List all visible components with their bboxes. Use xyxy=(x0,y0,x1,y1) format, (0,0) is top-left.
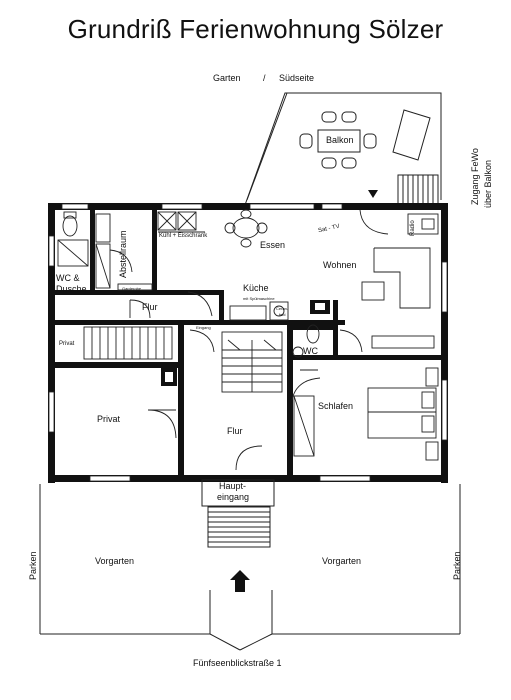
interior-walls xyxy=(55,210,441,475)
bottom-windows xyxy=(89,475,371,482)
front-yard xyxy=(39,479,461,651)
label-suedseite: Südseite xyxy=(279,73,315,83)
label-kuehl-eisschrank: Kühl + Eisschrank xyxy=(159,233,208,239)
label-garderobe: Garderobe xyxy=(122,286,142,291)
label-dusche: Dusche xyxy=(56,284,87,294)
label-zugang-fewo: Zugang FeWo xyxy=(470,148,480,205)
label-privat-hallway: Privat xyxy=(59,341,75,347)
label-garten: Garten xyxy=(213,73,241,83)
label-haupteingang-1: Haupt- xyxy=(219,481,247,491)
label-parken-right: Parken xyxy=(452,551,462,580)
plan-title: Grundriß Ferienwohnung Sölzer xyxy=(67,14,444,44)
label-abstellraum: Abstellraum xyxy=(118,230,128,278)
label-kueche: Küche xyxy=(243,283,269,293)
balcony xyxy=(244,92,442,206)
outer-walls xyxy=(48,203,448,483)
entrance-arrow-icon xyxy=(230,570,250,592)
label-spuelmaschine: mit Spülmaschine xyxy=(243,296,275,301)
top-windows xyxy=(61,203,343,210)
label-ceranfeld-1: Ceran- xyxy=(276,306,289,311)
right-windows xyxy=(441,261,448,441)
label-schlafen: Schlafen xyxy=(318,401,354,411)
label-slash: / xyxy=(263,73,266,83)
label-wohnen: Wohnen xyxy=(323,260,357,270)
label-wc-und: WC & xyxy=(56,273,80,283)
label-haupteingang-2: eingang xyxy=(217,492,250,502)
left-windows xyxy=(48,235,55,433)
label-balkon: Balkon xyxy=(326,135,354,145)
label-vorgarten-right: Vorgarten xyxy=(322,556,362,566)
fixtures xyxy=(57,209,439,471)
label-radio: Radio xyxy=(410,220,416,236)
label-vorgarten-left: Vorgarten xyxy=(95,556,135,566)
label-essen: Essen xyxy=(260,240,286,250)
label-ceranfeld-2: feld xyxy=(279,312,286,317)
label-privat: Privat xyxy=(97,414,121,424)
street-address: Fünfseenblickstraße 1 xyxy=(193,658,282,668)
label-ueber-balkon: über Balkon xyxy=(483,159,493,208)
label-wc: WC xyxy=(303,346,318,356)
entry-arrow-icon xyxy=(368,190,378,198)
label-flur-top: Flur xyxy=(142,302,158,312)
label-parken-left: Parken xyxy=(28,551,38,580)
label-flur: Flur xyxy=(227,426,243,436)
label-eingang: Eingang xyxy=(196,325,211,330)
